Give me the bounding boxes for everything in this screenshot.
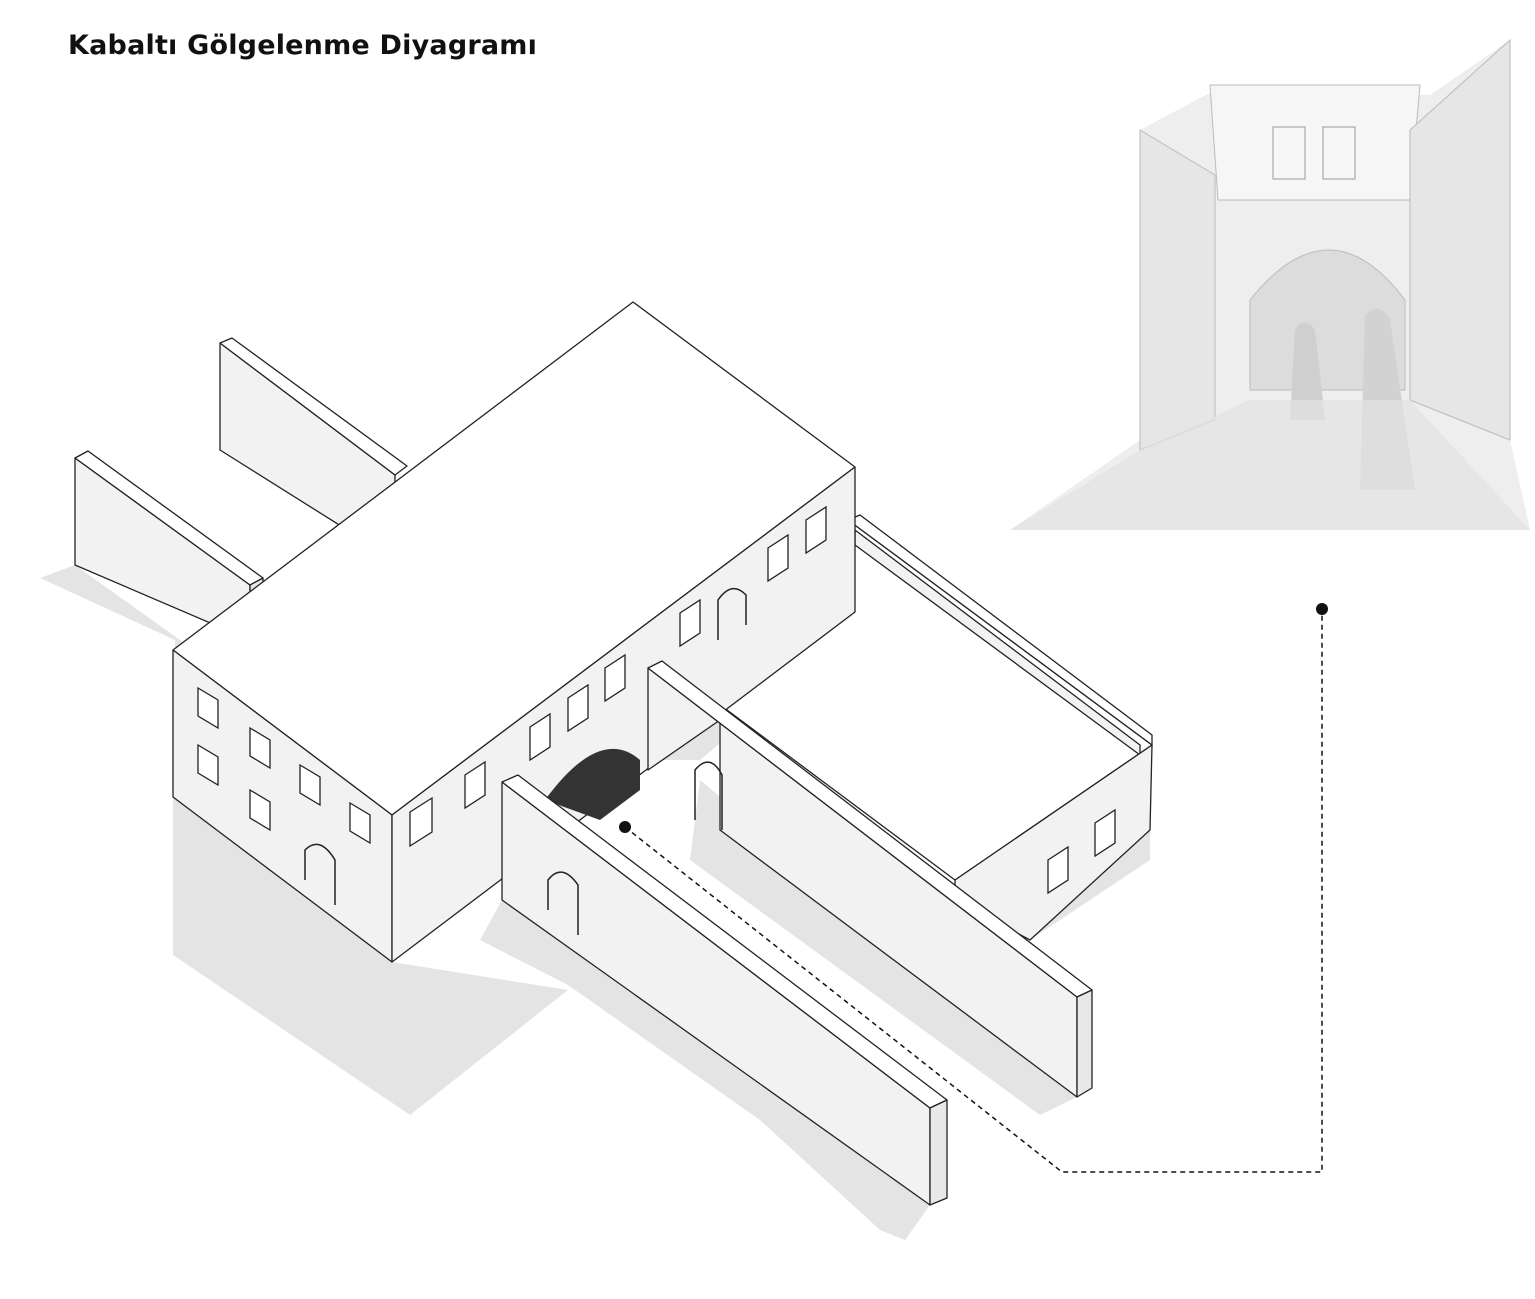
middle-wall xyxy=(647,660,1093,1098)
leader-line xyxy=(619,603,1328,1173)
alley-perspective-sketch xyxy=(1010,38,1530,530)
diagram-title: Kabaltı Gölgelenme Diyagramı xyxy=(68,30,538,61)
leader-dot-end xyxy=(1316,603,1328,615)
arcade-opening xyxy=(545,748,640,820)
leader-dot-start xyxy=(619,821,631,833)
arched-doors xyxy=(304,587,747,935)
front-wall xyxy=(501,774,948,1206)
